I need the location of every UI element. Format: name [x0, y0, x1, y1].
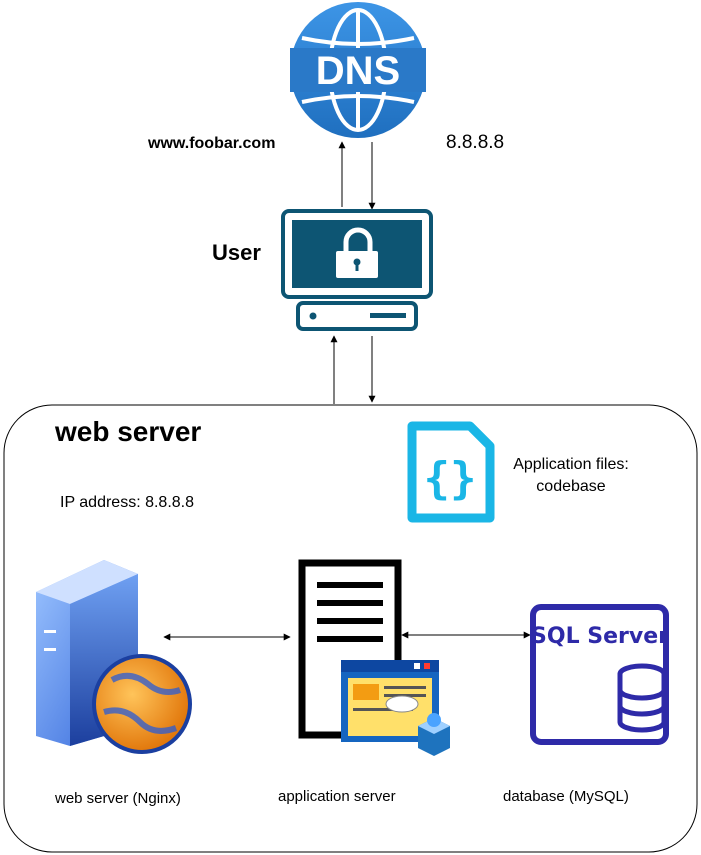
server-ip-label: IP address: 8.8.8.8 — [60, 494, 195, 511]
app-files-label-line2: codebase — [536, 478, 606, 495]
dns-icon-text: DNS — [316, 49, 400, 93]
app-files-label: Application files: codebase — [506, 454, 636, 498]
web-server-title: web server — [55, 416, 202, 447]
domain-label: www.foobar.com — [148, 135, 276, 152]
nginx-label: web server (Nginx) — [55, 790, 181, 807]
user-cube-icon — [418, 713, 450, 756]
dns-ip-label: 8.8.8.8 — [446, 132, 505, 153]
user-label: User — [212, 240, 261, 265]
globe-icon — [92, 654, 192, 754]
svg-text:{}: {} — [424, 453, 477, 504]
app-files-label-line1: Application files: — [513, 456, 629, 473]
sql-icon-text: SQL Server — [531, 624, 669, 649]
app-server-label: application server — [278, 788, 396, 805]
sql-server-database-icon — [530, 604, 669, 745]
database-label: database (MySQL) — [503, 788, 629, 805]
code-file-icon: {} — [407, 421, 495, 523]
dns-globe-icon — [290, 2, 426, 138]
lock-icon — [336, 227, 378, 278]
